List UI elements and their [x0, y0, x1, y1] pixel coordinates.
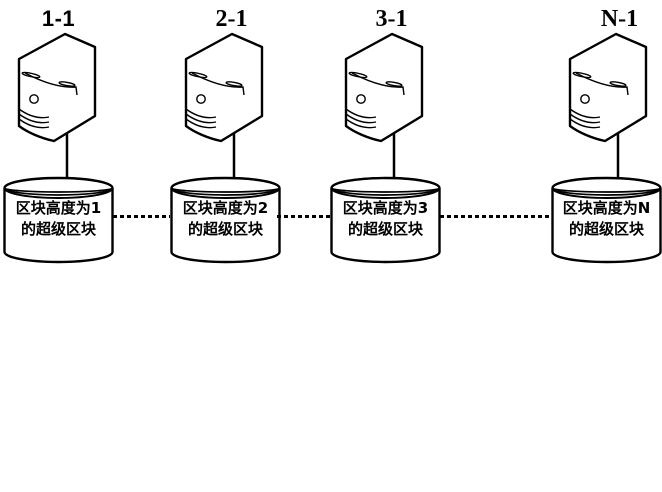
- superblock-label: 区块高度为3 的超级区块: [328, 198, 443, 240]
- superblock-label-line1: 区块高度为N: [562, 199, 651, 217]
- node-unit-1: 1-1 区块高度为1 的超级区块: [1, 0, 116, 266]
- superblock-label: 区块高度为1 的超级区块: [1, 198, 116, 240]
- server-tower-icon: [17, 32, 97, 143]
- superblock-label-line2: 的超级区块: [347, 220, 423, 238]
- superblock-label: 区块高度为2 的超级区块: [168, 198, 283, 240]
- superblock-label-line1: 区块高度为1: [15, 199, 102, 217]
- server-tower-icon: [344, 32, 424, 143]
- dashed-link-3-N: [440, 215, 551, 218]
- superblock-label-line2: 的超级区块: [20, 220, 96, 238]
- node-art: [551, 32, 662, 264]
- server-tower-icon: [184, 32, 264, 143]
- node-art: [330, 32, 441, 264]
- node-unit-2: 2-1 区块高度为2 的超级区块: [168, 0, 283, 266]
- node-label: 2-1: [215, 6, 248, 32]
- superblock-label-line2: 的超级区块: [568, 220, 644, 238]
- node-label: 1-1: [41, 6, 76, 31]
- superblock-label: 区块高度为N 的超级区块: [549, 198, 662, 240]
- server-tower-icon: [568, 32, 648, 143]
- superblock-label-line1: 区块高度为2: [182, 199, 269, 217]
- node-unit-3: 3-1 区块高度为3 的超级区块: [328, 0, 443, 266]
- node-art: [170, 32, 281, 264]
- dashed-link-2-3: [277, 215, 330, 218]
- node-label: N-1: [600, 6, 639, 32]
- superblock-label-line1: 区块高度为3: [342, 199, 429, 217]
- node-label: 3-1: [375, 6, 408, 32]
- dashed-link-1-2: [113, 215, 170, 218]
- node-unit-N: N-1 区块高度为N 的超级区块: [549, 0, 662, 266]
- node-art: [3, 32, 114, 264]
- superblock-label-line2: 的超级区块: [187, 220, 263, 238]
